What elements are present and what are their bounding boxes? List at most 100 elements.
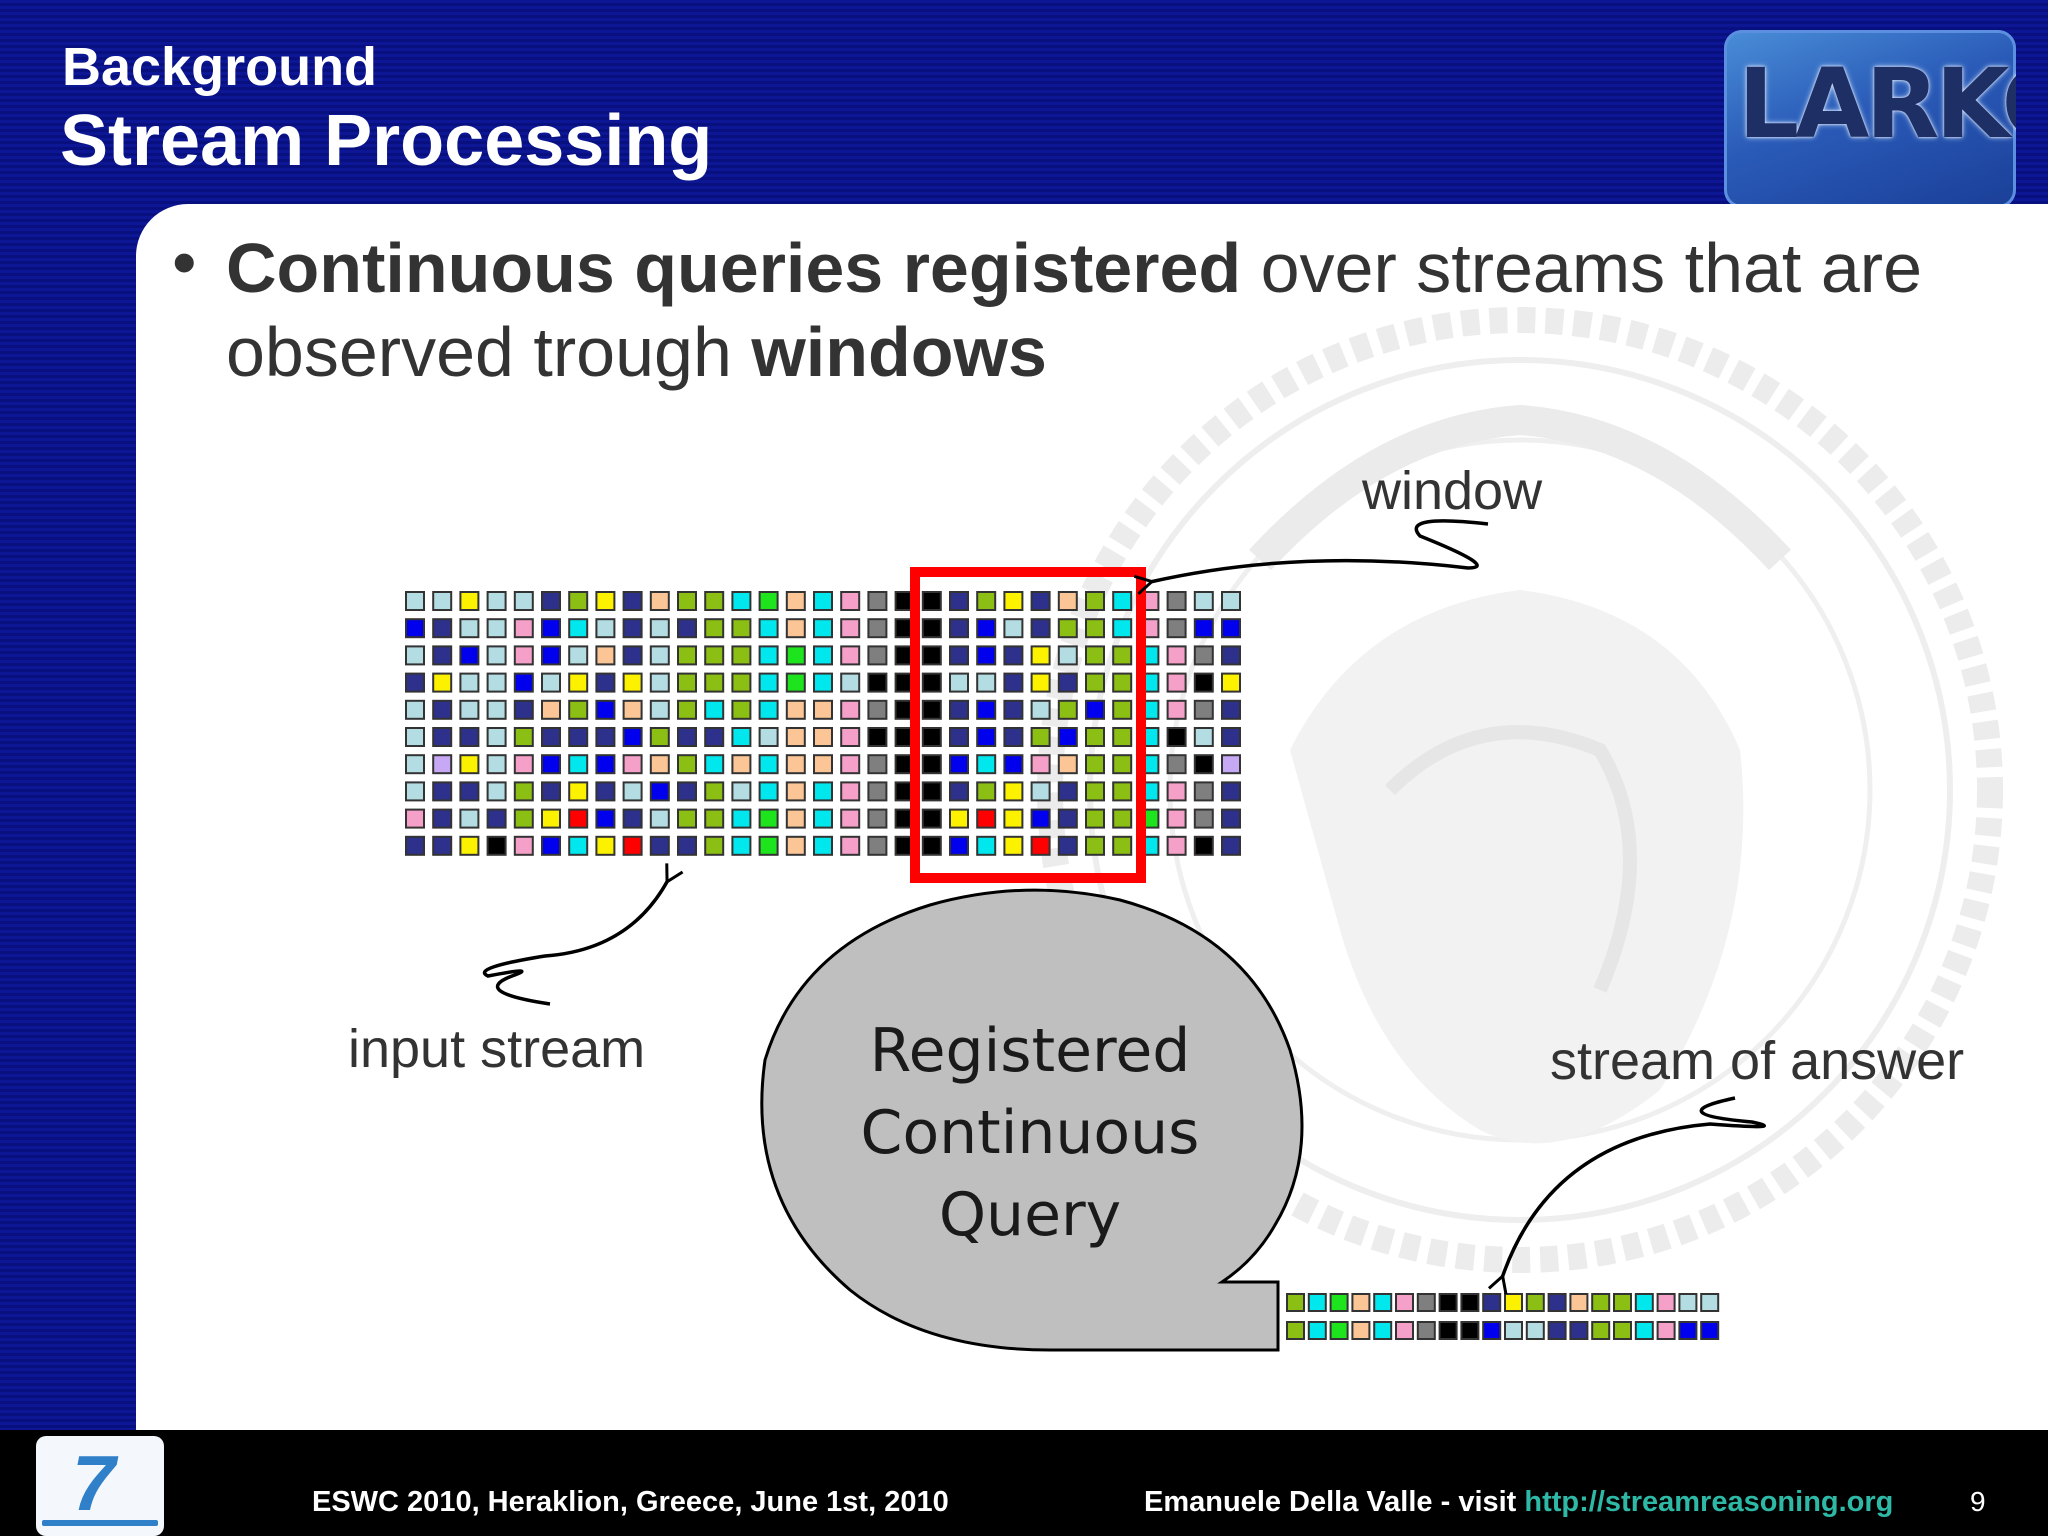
stream-cell (1193, 808, 1214, 829)
stream-cell (704, 727, 725, 747)
stream-cell (758, 754, 779, 775)
stream-cell (677, 618, 697, 639)
stream-cell (976, 591, 997, 611)
stream-cell (568, 727, 589, 747)
stream-cell (1678, 1293, 1698, 1312)
stream-cell (595, 591, 616, 611)
query-line: Continuous (860, 1098, 1200, 1168)
stream-cell (1085, 808, 1105, 829)
stream-cell (921, 645, 942, 666)
stream-cell (921, 808, 942, 829)
stream-cell (758, 835, 779, 856)
stream-cell (459, 835, 480, 856)
stream-cell (758, 618, 779, 639)
stream-cell (1700, 1321, 1720, 1340)
stream-cell (1057, 618, 1078, 639)
stream-cell (949, 699, 969, 720)
stream-cell (432, 699, 453, 720)
stream-cell (486, 591, 507, 611)
stream-cell (1504, 1293, 1523, 1312)
stream-cell (405, 672, 425, 693)
stream-cell (813, 808, 833, 829)
stream-cell (813, 727, 833, 747)
stream-cell (1003, 618, 1024, 639)
stream-cell (1085, 754, 1105, 775)
stream-cell (731, 727, 752, 747)
stream-cell (622, 672, 643, 693)
stream-cell (1613, 1321, 1632, 1340)
stream-cell (1438, 1293, 1458, 1312)
stream-cell (432, 835, 453, 856)
stream-cell (840, 672, 861, 693)
stream-cell (731, 781, 752, 802)
stream-cell (921, 699, 942, 720)
stream-cell (1329, 1293, 1349, 1312)
stream-cell (785, 672, 806, 693)
stream-cell (1085, 591, 1105, 611)
query-line: Registered (869, 1016, 1191, 1086)
stream-cell (840, 645, 861, 666)
stream-cell (1003, 808, 1024, 829)
stream-cell (949, 591, 969, 611)
stream-cell (840, 754, 861, 775)
stream-cell (976, 645, 997, 666)
window-frame (910, 567, 1146, 883)
stream-cell (1416, 1321, 1436, 1340)
stream-cell (1656, 1293, 1676, 1312)
slide-title: Stream Processing (60, 101, 713, 181)
footer-bar (0, 1430, 2048, 1536)
stream-cell (513, 754, 534, 775)
stream-cell (459, 699, 480, 720)
stream-cell (949, 754, 969, 775)
stream-cell (840, 808, 861, 829)
stream-cell (486, 808, 507, 829)
stream-cell (1166, 754, 1187, 775)
university-seal-watermark (1037, 307, 2003, 1273)
stream-cell (513, 645, 534, 666)
stream-cell (486, 754, 507, 775)
stream-cell (595, 618, 616, 639)
stream-cell (731, 699, 752, 720)
fp7-logo-caption (42, 1520, 158, 1526)
stream-cell (731, 835, 752, 856)
stream-cell (432, 591, 453, 611)
stream-cell (921, 754, 942, 775)
stream-cell (595, 727, 616, 747)
stream-cell (731, 645, 752, 666)
stream-cell (677, 672, 697, 693)
stream-cell (758, 781, 779, 802)
stream-cell (459, 727, 480, 747)
stream-cell (568, 835, 589, 856)
stream-cell (459, 645, 480, 666)
fp7-logo: 7 (36, 1436, 164, 1536)
stream-cell (1613, 1293, 1632, 1312)
stream-cell (758, 699, 779, 720)
stream-cell (432, 645, 453, 666)
stream-cell (867, 727, 888, 747)
stream-cell (432, 808, 453, 829)
stream-cell (595, 754, 616, 775)
stream-cell (1003, 727, 1024, 747)
stream-cell (622, 835, 643, 856)
stream-cell (1547, 1321, 1567, 1340)
stream-cell (486, 618, 507, 639)
stream-cell (568, 618, 589, 639)
stream-cell (1057, 699, 1078, 720)
stream-cell (1085, 727, 1105, 747)
stream-cell (1112, 754, 1133, 775)
footer-link[interactable]: http://streamreasoning.org (1524, 1486, 1894, 1518)
stream-cell (1057, 781, 1078, 802)
query-line: Query (938, 1180, 1122, 1250)
stream-cell (840, 835, 861, 856)
stream-cell (1547, 1293, 1567, 1312)
stream-cell (1112, 727, 1133, 747)
stream-cell (731, 591, 752, 611)
stream-cell (976, 618, 997, 639)
stream-cell (1166, 591, 1187, 611)
stream-cell (813, 672, 833, 693)
answer-arrow (1487, 1096, 1766, 1295)
stream-cell (1221, 781, 1241, 802)
stream-cell (1057, 672, 1078, 693)
stream-cell (976, 699, 997, 720)
stream-cell (1112, 808, 1133, 829)
